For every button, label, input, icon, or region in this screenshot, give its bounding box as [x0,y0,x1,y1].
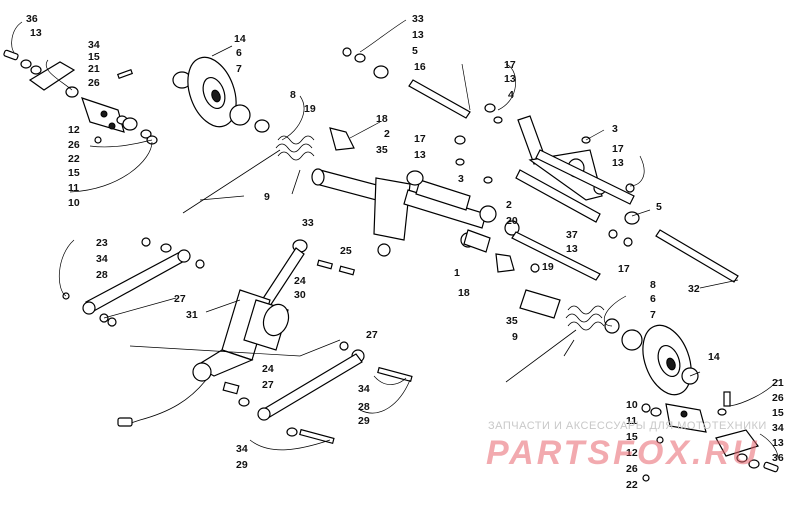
callout-11: 11 [68,182,79,194]
callout-34: 34 [772,422,784,434]
callout-13: 13 [412,29,424,41]
callout-2: 2 [384,128,390,140]
callout-30: 30 [294,289,306,301]
callout-29: 29 [236,459,248,471]
callout-18: 18 [458,287,470,299]
callout-25: 25 [340,245,352,257]
main-rail-shafts [311,47,540,273]
callout-17: 17 [618,263,630,275]
callout-20: 20 [506,215,518,227]
right-torsion-spring [505,289,605,383]
callout-labels: 36 13 34 15 21 26 12 26 22 15 11 10 14 6… [26,13,784,491]
right-idler-wheel [604,318,699,396]
callout-3: 3 [458,173,464,185]
callout-34: 34 [96,253,108,265]
callout-15: 15 [88,51,100,63]
callout-6: 6 [650,293,656,305]
callout-12: 12 [68,124,80,136]
callout-32: 32 [688,283,700,295]
callout-5: 5 [656,201,662,213]
callout-28: 28 [358,401,370,413]
callout-6: 6 [236,47,242,59]
callout-27: 27 [262,379,274,391]
callout-26: 26 [772,392,784,404]
shock-absorber [117,239,308,427]
callout-8: 8 [290,89,296,101]
callout-13: 13 [414,149,426,161]
callout-27: 27 [366,329,378,341]
callout-14: 14 [234,33,246,45]
leader-lines [11,19,779,459]
callout-31: 31 [186,309,198,321]
callout-19: 19 [304,103,316,115]
callout-24: 24 [262,363,274,375]
callout-1: 1 [454,267,460,279]
callout-3: 3 [612,123,618,135]
callout-15: 15 [68,167,80,179]
callout-29: 29 [358,415,370,427]
callout-27: 27 [174,293,186,305]
left-idler-wheel [172,56,270,133]
callout-8: 8 [650,279,656,291]
callout-13: 13 [566,243,578,255]
left-torsion-spring [182,135,315,214]
right-lower-bracket-assembly [641,391,779,482]
callout-19: 19 [542,261,554,273]
callout-21: 21 [772,377,784,389]
callout-13: 13 [504,73,516,85]
left-upper-bracket-assembly [3,49,158,145]
callout-7: 7 [650,309,656,321]
left-link-arms [62,237,356,327]
callout-13: 13 [30,27,42,39]
callout-26: 26 [68,139,80,151]
callout-37: 37 [566,229,578,241]
callout-17: 17 [504,59,516,71]
callout-9: 9 [512,331,518,343]
callout-28: 28 [96,269,108,281]
rear-arm-bracket [455,103,739,283]
callout-10: 10 [68,197,80,209]
callout-34: 34 [236,443,248,455]
callout-4: 4 [508,89,514,101]
callout-15: 15 [626,431,638,443]
callout-35: 35 [376,144,388,156]
callout-5: 5 [412,45,418,57]
callout-34: 34 [88,39,100,51]
callout-15: 15 [772,407,784,419]
callout-2: 2 [506,199,512,211]
callout-17: 17 [612,143,624,155]
callout-17: 17 [414,133,426,145]
callout-36: 36 [772,452,784,464]
callout-33: 33 [302,217,314,229]
callout-22: 22 [626,479,638,491]
callout-34: 34 [358,383,370,395]
callout-26: 26 [88,77,100,89]
callout-11: 11 [626,415,637,427]
watermark-tagline: ЗАПЧАСТИ И АКСЕССУАРЫ ДЛЯ МОТОТЕХНИКИ [488,420,767,432]
lower-link-arms [222,341,413,445]
callout-18: 18 [376,113,388,125]
callout-13: 13 [772,437,784,449]
callout-13: 13 [612,157,624,169]
callout-23: 23 [96,237,108,249]
callout-12: 12 [626,447,638,459]
callout-14: 14 [708,351,720,363]
watermark-logo: PARTSFOX.RU [486,434,760,472]
callout-33: 33 [412,13,424,25]
callout-9: 9 [264,191,270,203]
callout-26: 26 [626,463,638,475]
callout-10: 10 [626,399,638,411]
callout-7: 7 [236,63,242,75]
callout-35: 35 [506,315,518,327]
callout-36: 36 [26,13,38,25]
callout-21: 21 [88,63,100,75]
callout-22: 22 [68,153,80,165]
callout-16: 16 [414,61,426,73]
callout-24: 24 [294,275,306,287]
